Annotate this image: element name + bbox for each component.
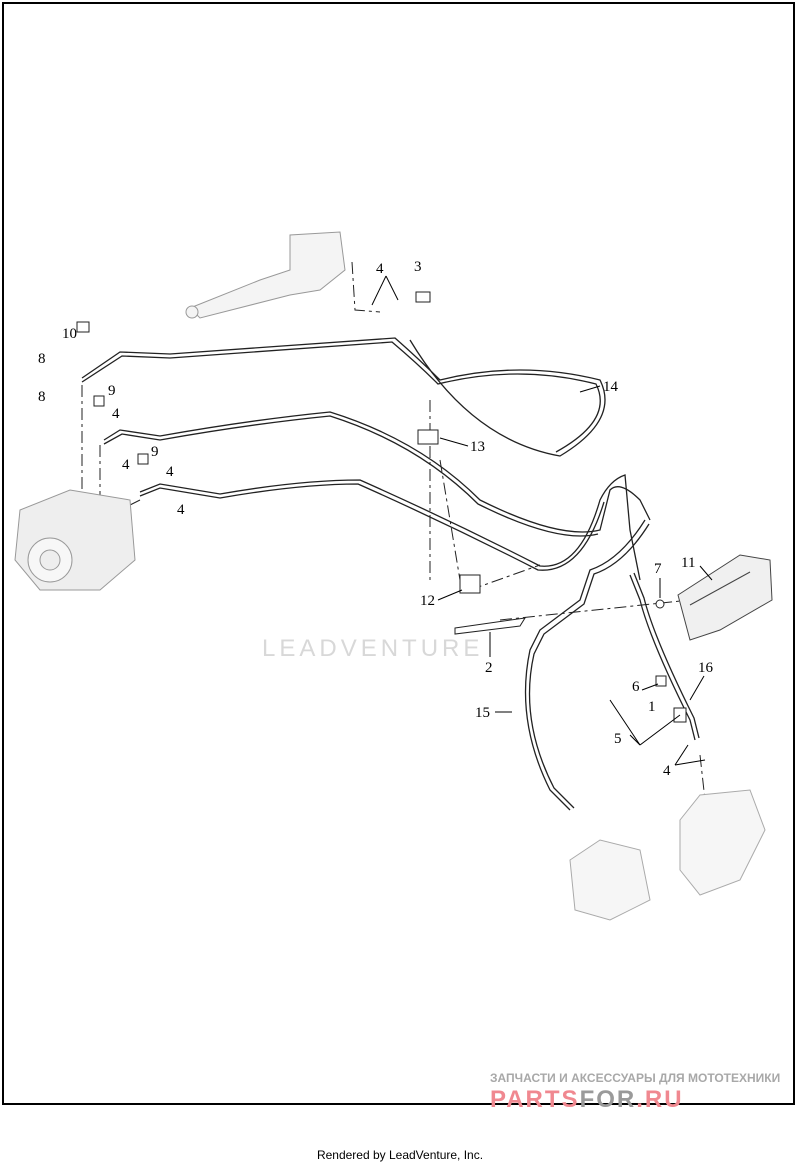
- callout-14: 14: [603, 379, 619, 395]
- callout-8: 8: [38, 351, 46, 367]
- abs-module: [14, 489, 136, 591]
- brake-calipers: [569, 789, 766, 921]
- callout-4: 4: [663, 763, 671, 779]
- callout-leaders: [371, 275, 713, 766]
- callout-5: 5: [614, 731, 622, 747]
- footer-credit: Rendered by LeadVenture, Inc.: [316, 1148, 484, 1162]
- master-cylinder-lever: [185, 231, 346, 319]
- callout-4: 4: [122, 457, 130, 473]
- callout-15: 15: [475, 705, 490, 721]
- callout-9: 9: [108, 383, 116, 399]
- bracket-11: [677, 554, 773, 641]
- callout-4: 4: [166, 464, 174, 480]
- callout-4: 4: [112, 406, 120, 422]
- callouts: 10 8 8 9 4 4 9 4 4 4 3 14 13 12 2 15 11 …: [38, 259, 714, 779]
- watermark: LEADVENTURE: [262, 635, 483, 662]
- callout-1: 1: [648, 699, 656, 715]
- callout-16: 16: [698, 660, 714, 676]
- callout-11: 11: [681, 555, 695, 571]
- callout-4: 4: [177, 502, 185, 518]
- fittings: [76, 291, 687, 723]
- diagram-frame: [2, 2, 795, 1105]
- callout-9: 9: [151, 444, 159, 460]
- callout-12: 12: [420, 593, 435, 609]
- callout-10: 10: [62, 326, 77, 342]
- callout-7: 7: [654, 561, 662, 577]
- callout-3: 3: [414, 259, 422, 275]
- promo-tagline: ЗАПЧАСТИ И АКСЕССУАРЫ ДЛЯ МОТОТЕХНИКИ: [490, 1071, 781, 1085]
- callout-13: 13: [470, 439, 485, 455]
- callout-4: 4: [376, 261, 384, 277]
- brake-lines: [81, 337, 700, 811]
- callout-6: 6: [632, 679, 640, 695]
- callout-2: 2: [485, 660, 493, 676]
- promo-logo: PARTSFOR.RU: [490, 1086, 684, 1113]
- callout-8: 8: [38, 389, 46, 405]
